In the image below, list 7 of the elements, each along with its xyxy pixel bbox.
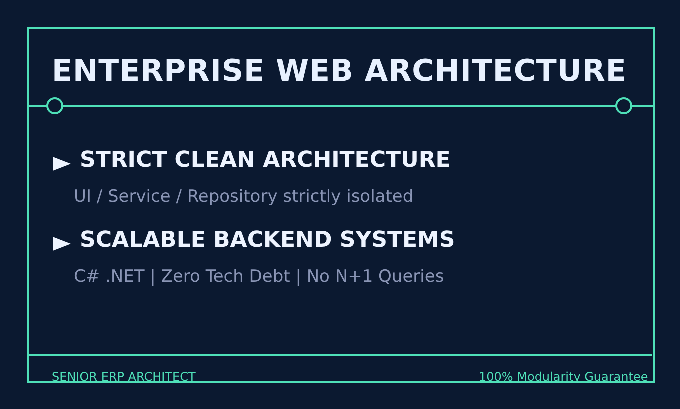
- title: ENTERPRISE WEB ARCHITECTURE: [52, 54, 627, 89]
- section-description: C# .NET | Zero Tech Debt | No N+1 Queries: [74, 267, 444, 287]
- section-heading: SCALABLE BACKEND SYSTEMS: [80, 228, 456, 253]
- footer-text: 100% Modularity Guarantee: [479, 370, 648, 384]
- section-heading: STRICT CLEAN ARCHITECTURE: [80, 148, 451, 173]
- footer-text: SENIOR ERP ARCHITECT: [52, 370, 196, 384]
- section-description: UI / Service / Repository strictly isolated: [74, 187, 414, 207]
